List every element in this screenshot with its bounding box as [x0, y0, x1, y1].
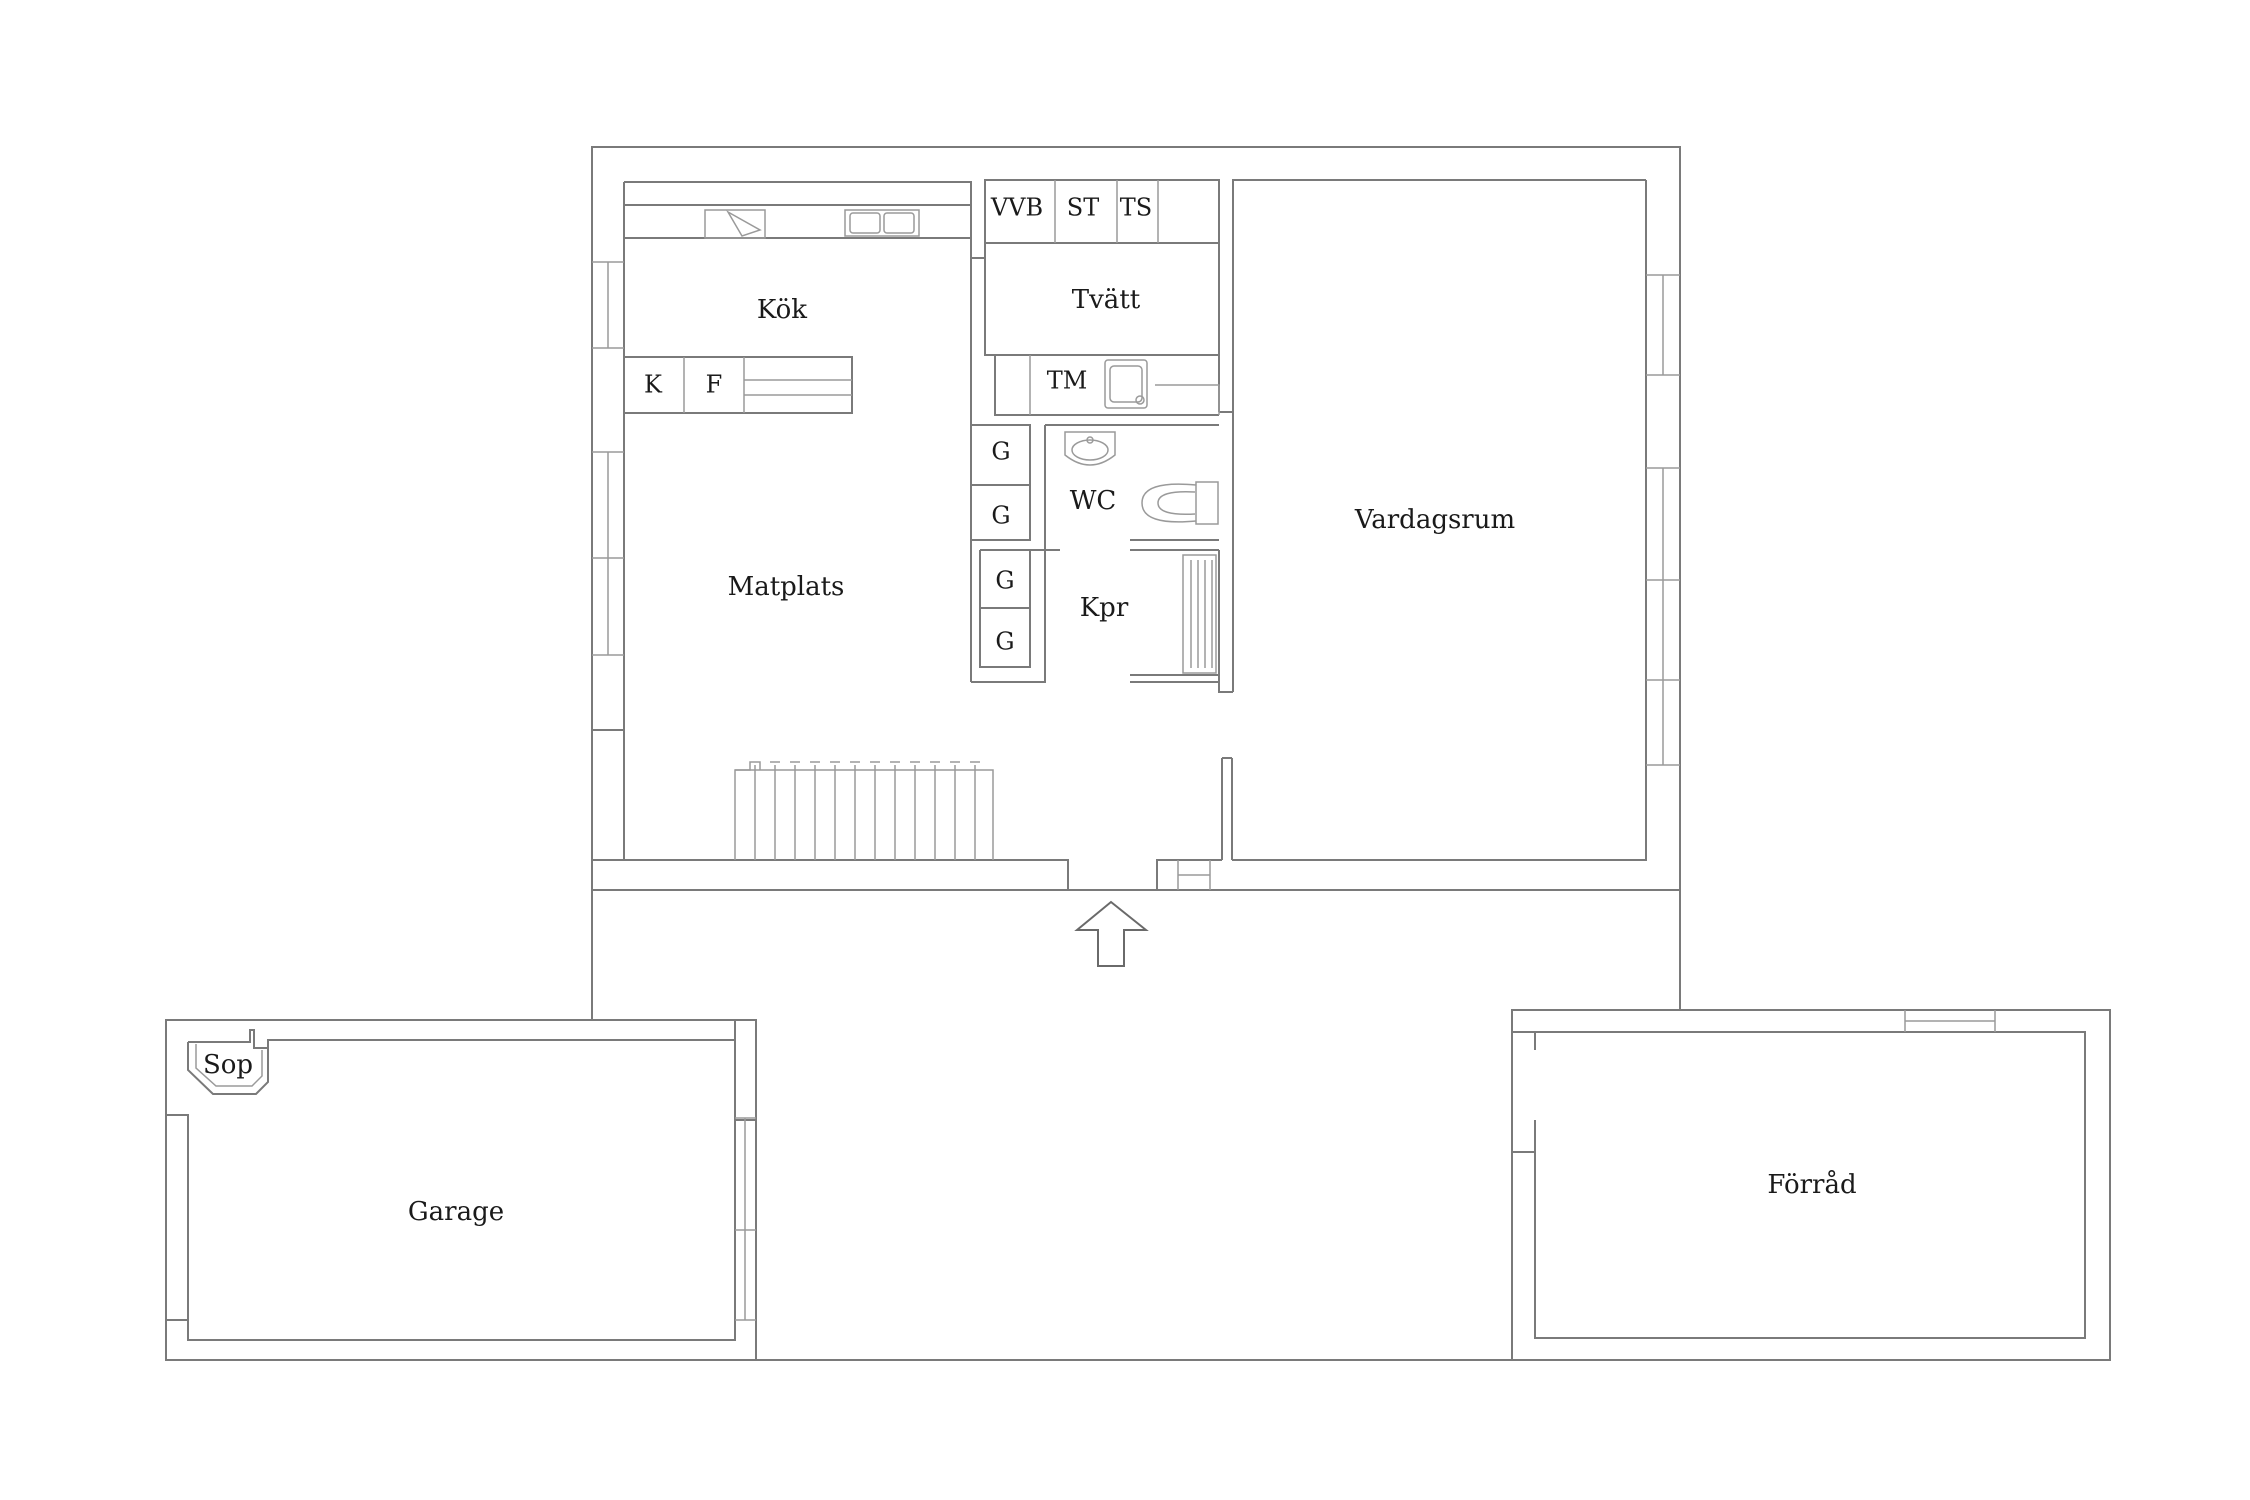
wardrobe-block-lower [971, 549, 1046, 683]
kpr-walls [1130, 550, 1233, 693]
house-outer-walls [591, 146, 1681, 1016]
room-label-vardagsrum: Vardagsrum [1354, 505, 1515, 535]
fixture-label-g3: G [995, 567, 1014, 595]
window-left [592, 261, 624, 731]
entrance-step [1177, 860, 1211, 890]
toilet-icon [1141, 481, 1219, 525]
room-label-kpr: Kpr [1080, 593, 1129, 623]
room-label-wc: WC [1070, 486, 1117, 516]
kitchen-counter [623, 181, 972, 239]
heater [1182, 554, 1217, 674]
courtyard-outline [591, 890, 1681, 1361]
utility-right-wall [1218, 180, 1234, 413]
dining-lower-wall [592, 729, 624, 861]
sink-icon [844, 209, 920, 237]
fixture-label-g1: G [991, 438, 1010, 466]
staircase-icon [734, 761, 994, 860]
fixture-label-ts: TS [1120, 194, 1152, 222]
washbasin-icon [1104, 359, 1148, 409]
washbasin [1064, 431, 1116, 466]
room-label-tvatt: Tvätt [1072, 285, 1141, 315]
fixture-label-g2: G [991, 502, 1010, 530]
room-label-forrad: Förråd [1767, 1169, 1856, 1200]
room-label-kok: Kök [757, 295, 807, 325]
window-right [1646, 274, 1680, 766]
living-room-left-wall [1232, 179, 1646, 692]
entrance-arrow-icon [1074, 900, 1149, 967]
room-label-matplats: Matplats [728, 572, 845, 602]
fixture-label-f: F [706, 371, 723, 399]
fixture-label-k: K [644, 371, 663, 399]
sop-corner [187, 1042, 269, 1095]
forrad-window [1904, 1010, 1996, 1032]
fixture-label-st: ST [1067, 194, 1099, 222]
wardrobe-block-upper [971, 424, 1031, 541]
fixture-label-g4: G [995, 628, 1014, 656]
living-room-divider [1221, 757, 1233, 860]
room-label-garage: Garage [408, 1197, 504, 1227]
garage-window [735, 1117, 756, 1321]
forrad-walls [1511, 1009, 2111, 1361]
room-label-sop: Sop [203, 1050, 253, 1080]
kitchen-island [624, 356, 853, 414]
laundry-counter [994, 355, 1220, 416]
fixture-label-vvb: VVB [990, 194, 1043, 222]
laundry-wall [984, 258, 1219, 356]
garage-walls [165, 1019, 757, 1361]
fixture-label-tm: TM [1047, 367, 1088, 395]
